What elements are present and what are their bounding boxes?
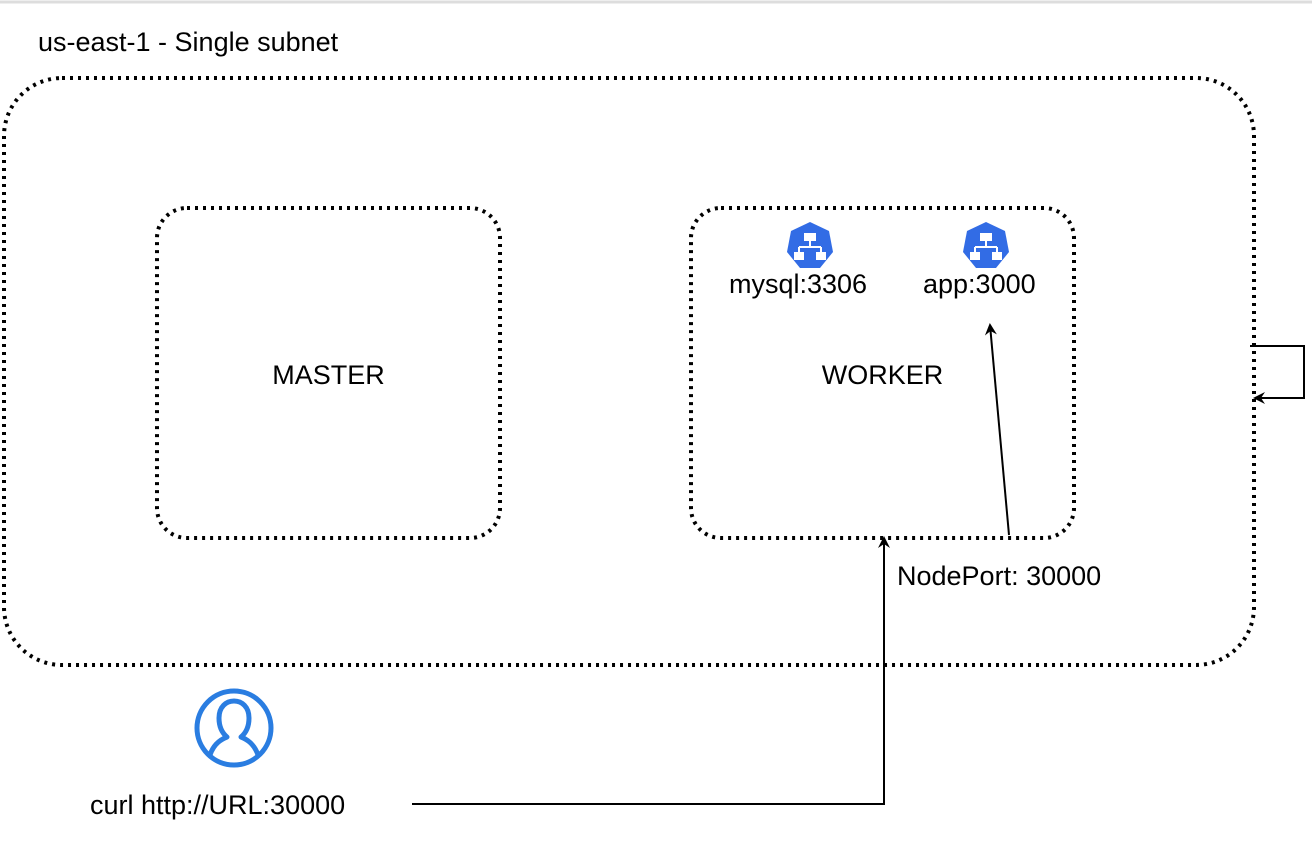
app-service-label: app:3000 [923,269,1036,299]
region-title: us-east-1 - Single subnet [38,27,339,57]
nodeport-label: NodePort: 30000 [897,561,1102,591]
subnet-loop-arrow [1250,345,1305,404]
curl-command-label: curl http://URL:30000 [90,790,346,820]
user-icon [194,688,274,768]
nodeport-to-app-arrow [984,323,1010,536]
client-to-worker-arrow [412,536,890,805]
mysql-service-label: mysql:3306 [729,269,868,299]
master-node[interactable] [155,206,502,540]
subnet-container[interactable] [2,76,1256,667]
master-label: MASTER [272,360,385,390]
kubernetes-service-icon [963,222,1009,268]
kubernetes-service-icon [787,222,833,268]
worker-label: WORKER [821,360,944,390]
